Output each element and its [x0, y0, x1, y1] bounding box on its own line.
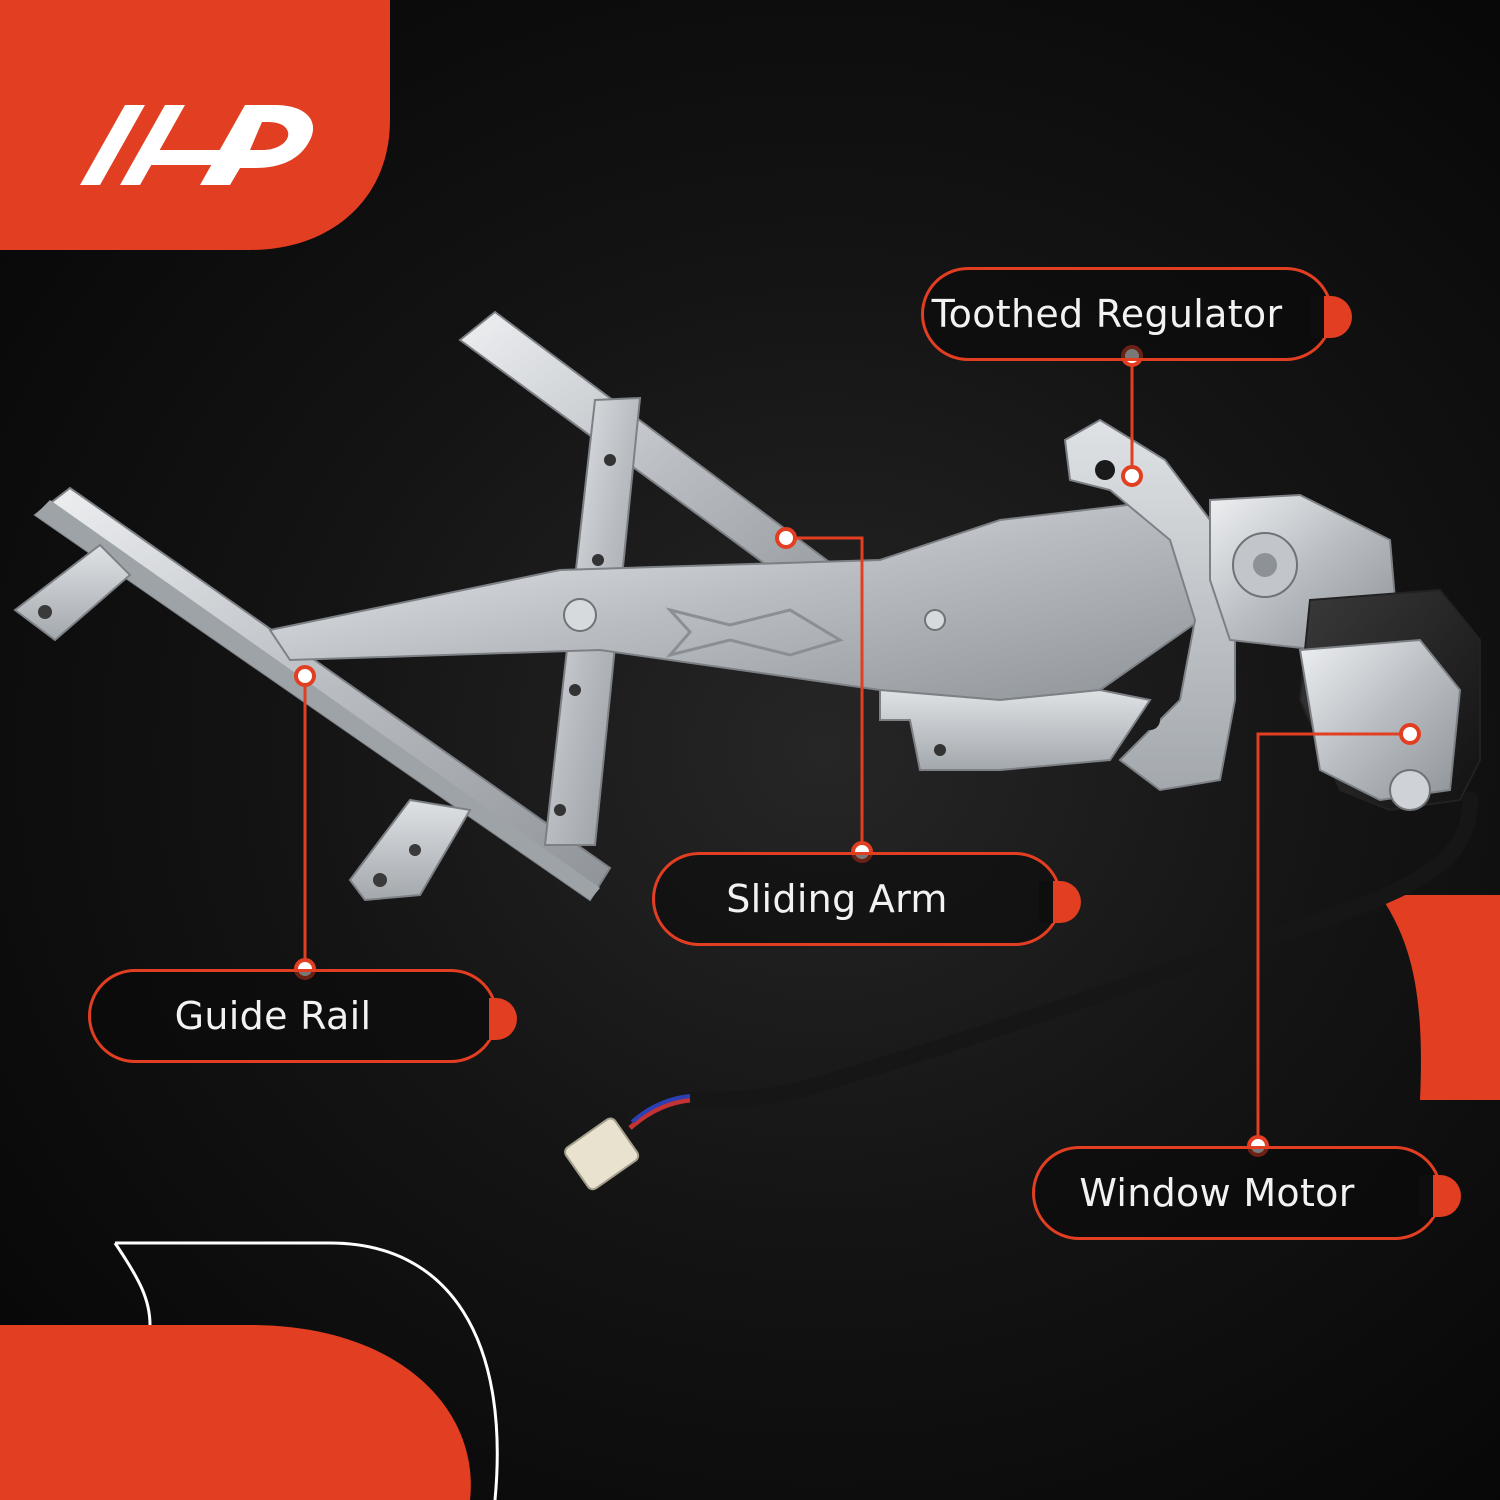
connector-plug-icon — [564, 1117, 640, 1191]
anchor-dot-toothed-regulator — [1121, 465, 1143, 487]
callout-label: Sliding Arm — [726, 877, 948, 921]
leader-window-motor — [1256, 732, 1410, 1146]
callout-window-motor: Window Motor — [1032, 1146, 1461, 1240]
brand-bottom-outline — [115, 1241, 499, 1500]
leader-lines — [303, 356, 1410, 1146]
callout-label: Guide Rail — [174, 994, 372, 1038]
callout-label: Window Motor — [1079, 1171, 1355, 1215]
callout-toothed-regulator: Toothed Regulator — [921, 267, 1352, 361]
callout-tab-icon — [1419, 1175, 1461, 1217]
anchor-dot-window-motor — [1399, 723, 1421, 745]
callout-tab-icon — [1310, 296, 1352, 338]
callout-tab-icon — [1039, 881, 1081, 923]
brand-side-shape — [1380, 895, 1500, 1100]
callout-sliding-arm: Sliding Arm — [652, 852, 1081, 946]
leader-sliding-arm — [786, 536, 864, 852]
window-regulator-assembly-icon — [13, 310, 1481, 902]
brand-corner-shape — [0, 0, 390, 250]
brand-bottom-shape — [0, 1325, 471, 1500]
callout-guide-rail: Guide Rail — [88, 969, 517, 1063]
wire-cable — [682, 792, 1478, 1108]
a-premium-logo-icon — [80, 105, 314, 185]
callout-tab-icon — [475, 998, 517, 1040]
anchor-dot-guide-rail — [294, 665, 316, 687]
callout-label: Toothed Regulator — [931, 292, 1283, 336]
anchor-dot-sliding-arm — [775, 527, 797, 549]
